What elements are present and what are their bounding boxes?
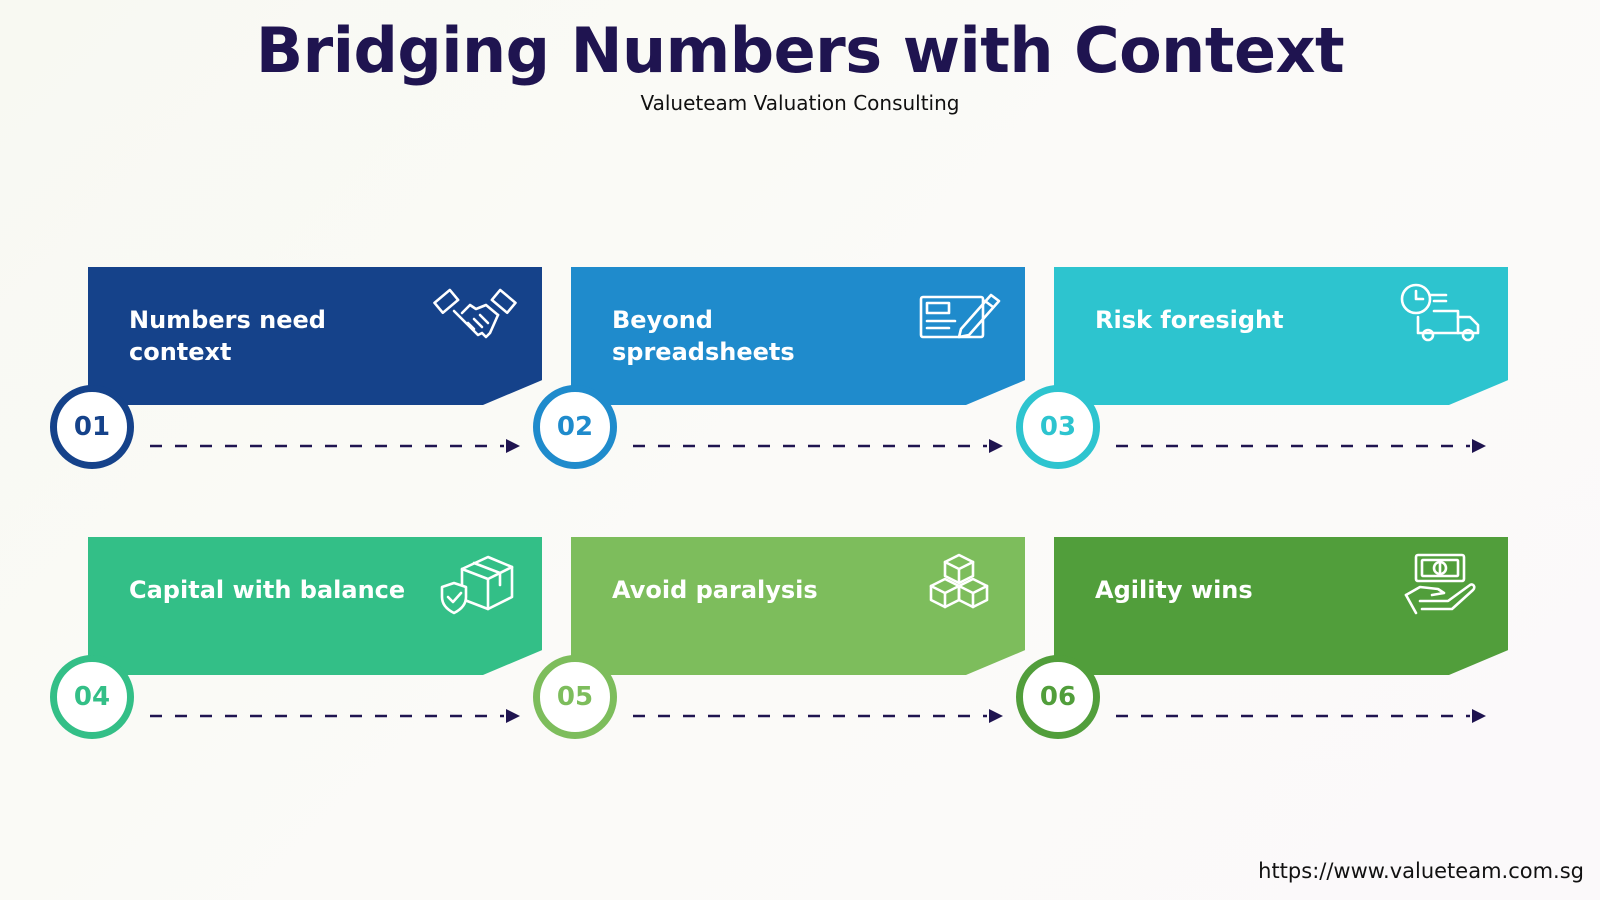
step-number-badge: 05 — [533, 655, 617, 739]
step-label: Risk foresight — [1095, 306, 1284, 334]
step-label: Numbers need context — [129, 306, 326, 366]
step-03: Risk foresight 03 — [1016, 267, 1512, 469]
page-subtitle: Valueteam Valuation Consulting — [640, 91, 960, 115]
page-title: Bridging Numbers with Context — [255, 14, 1345, 87]
step-02: Beyond spreadsheets 02 — [533, 267, 1029, 469]
step-banner — [88, 537, 542, 675]
stacked-cubes-icon — [915, 551, 1003, 617]
document-signing-icon — [915, 281, 1003, 347]
step-06: Agility wins 06 — [1016, 537, 1512, 739]
dashed-arrow — [633, 439, 1003, 453]
step-label: Avoid paralysis — [612, 576, 818, 604]
step-label: Agility wins — [1095, 576, 1253, 604]
step-number-badge: 03 — [1016, 385, 1100, 469]
step-number-badge: 01 — [50, 385, 134, 469]
step-04: Capital with balance 04 — [50, 537, 546, 739]
step-number-badge: 04 — [50, 655, 134, 739]
money-in-hand-icon — [1398, 551, 1486, 617]
handshake-icon — [432, 281, 520, 347]
dashed-arrow — [150, 439, 520, 453]
dashed-arrow — [150, 709, 520, 723]
step-label: Capital with balance — [129, 576, 406, 604]
dashed-arrow — [633, 709, 1003, 723]
step-05: Avoid paralysis 05 — [533, 537, 1029, 739]
shielded-box-icon — [432, 551, 520, 617]
step-label: Beyond spreadsheets — [612, 306, 795, 366]
dashed-arrow — [1116, 709, 1486, 723]
step-01: Numbers need context 01 — [50, 267, 546, 469]
delivery-truck-clock-icon — [1398, 281, 1486, 347]
dashed-arrow — [1116, 439, 1486, 453]
step-number-badge: 02 — [533, 385, 617, 469]
step-number-badge: 06 — [1016, 655, 1100, 739]
step-banner — [88, 267, 542, 405]
footer-url: https://www.valueteam.com.sg — [1258, 859, 1584, 883]
